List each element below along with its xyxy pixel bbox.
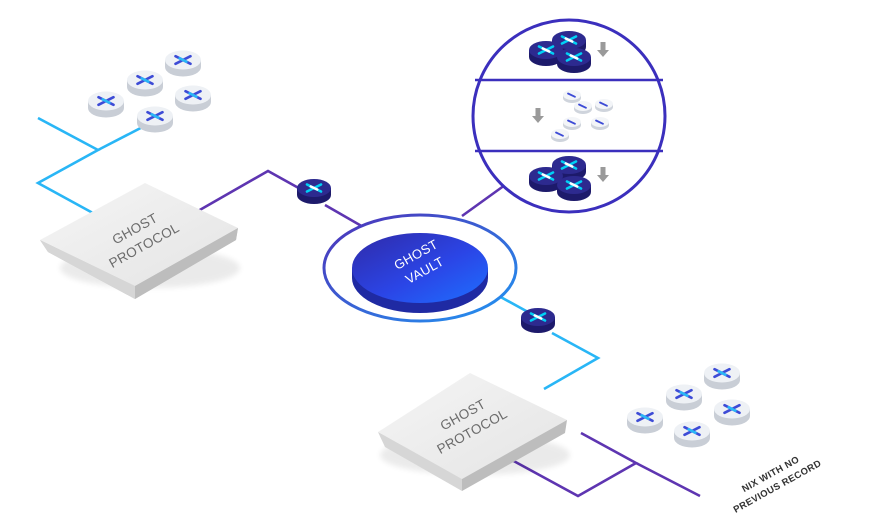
coin-cluster-top-left xyxy=(86,49,213,134)
dark-coin-icon xyxy=(295,177,333,206)
coin-fragment-icon xyxy=(562,89,582,104)
coin-fragment-icon xyxy=(550,128,570,143)
purple-link-bottom-right xyxy=(509,431,639,498)
coin-fragment-icon xyxy=(562,116,582,131)
dark-coin-icon xyxy=(555,174,593,203)
white-coin-icon xyxy=(625,406,665,435)
white-coin-icon xyxy=(664,383,704,412)
coin-fragment-icon xyxy=(590,116,610,131)
cyan-link-coin-to-protocol xyxy=(543,331,601,391)
purple-link-coin-to-vault xyxy=(324,203,366,230)
white-coin-icon xyxy=(672,420,712,449)
white-coin-icon xyxy=(173,84,213,113)
white-coin-icon xyxy=(163,49,203,78)
ghost-vault-node: GHOST VAULT xyxy=(322,213,518,323)
note-label: NIX WITH NO PREVIOUS RECORD xyxy=(732,454,824,515)
process-circle xyxy=(471,18,667,214)
ghost-protocol-box-top: GHOST PROTOCOL xyxy=(40,183,240,299)
coin-fragment-icon xyxy=(573,100,593,115)
purple-link-bottom-branch xyxy=(635,461,701,498)
ghost-protocol-box-bottom: GHOST PROTOCOL xyxy=(378,373,570,491)
white-coin-icon xyxy=(86,90,126,119)
coin-cluster-bottom-right xyxy=(625,362,752,449)
cyan-link-top-left xyxy=(35,116,103,220)
white-coin-icon xyxy=(135,105,175,134)
white-coin-icon xyxy=(125,69,165,98)
cyan-link-vault-to-coin xyxy=(496,293,529,314)
coin-fragment-icon xyxy=(594,98,614,113)
purple-link-vault-to-circle xyxy=(461,183,506,218)
white-coin-icon xyxy=(712,398,752,427)
dark-coin-icon xyxy=(519,306,557,335)
connector-lines xyxy=(35,116,701,498)
dark-coin-icon xyxy=(555,46,593,75)
purple-link-protocol-to-coin xyxy=(197,169,314,213)
white-coin-icon xyxy=(702,362,742,391)
